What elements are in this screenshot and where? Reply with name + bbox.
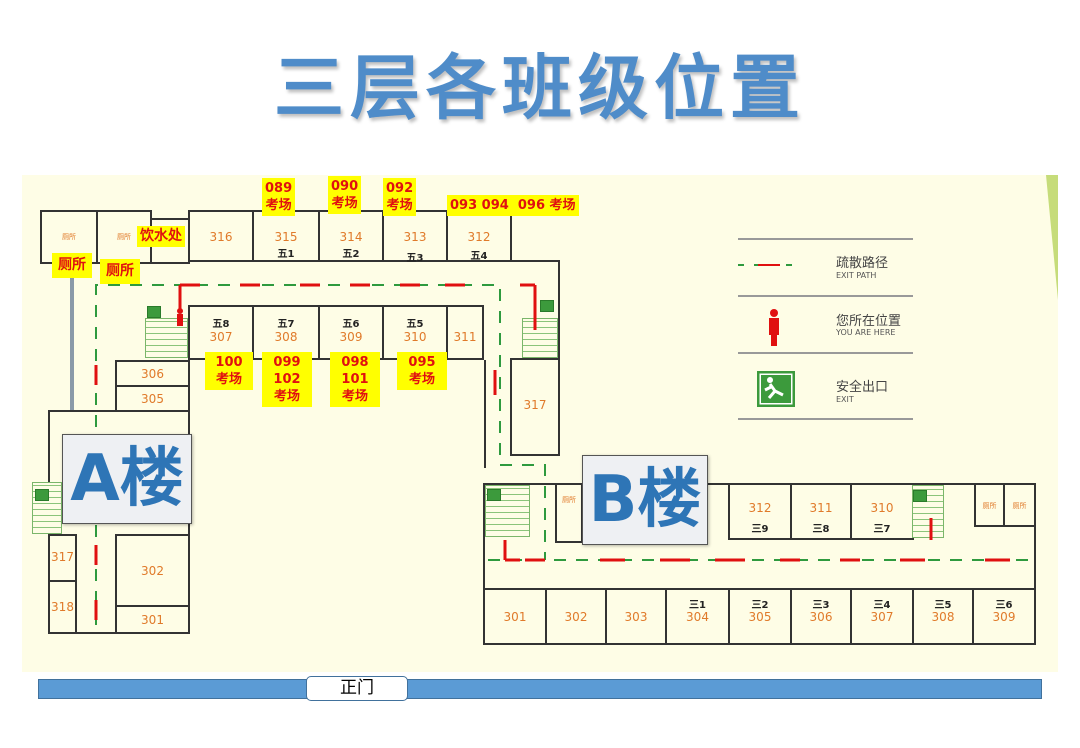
wall <box>484 360 486 468</box>
room-305: 305 <box>115 385 190 412</box>
room-number: 304 <box>686 610 709 624</box>
room-302: 302 <box>115 534 190 607</box>
you-are-here-legend-icon <box>769 309 779 346</box>
room-number: 309 <box>992 610 1016 624</box>
room-311: 311 <box>446 305 484 360</box>
room-b301: 301 <box>483 588 547 645</box>
page-title: 三层各班级位置 <box>274 47 806 129</box>
decorative-triangle <box>1046 175 1058 300</box>
building-b-label: B楼 <box>582 455 708 545</box>
wall <box>558 260 560 360</box>
room-318: 318 <box>48 580 77 634</box>
legend-label: 疏散路径 <box>836 256 889 271</box>
legend-sublabel: YOU ARE HERE <box>836 328 896 337</box>
room-number: 305 <box>748 610 772 624</box>
room-317: 317 <box>510 358 560 456</box>
room-number: 307 <box>870 610 894 624</box>
street-bar <box>38 679 1042 699</box>
legend-divider <box>738 295 913 297</box>
class-label: 三5 <box>934 600 952 611</box>
room-number: 308 <box>931 610 955 624</box>
room-number: 306 <box>809 610 833 624</box>
you-are-here-icon <box>177 308 183 326</box>
exit-path-legend-icon <box>738 264 798 266</box>
toilet-room: 厕所 <box>1003 483 1036 527</box>
legend-divider <box>738 418 913 420</box>
toilet-tag: 厕所 <box>52 253 92 278</box>
room-317: 317 <box>48 534 77 582</box>
exit-sign-icon <box>35 489 49 501</box>
room-301: 301 <box>115 605 190 634</box>
legend-label: 安全出口 <box>836 380 889 395</box>
room-number: 301 <box>503 610 527 624</box>
exit-sign-icon <box>487 489 501 501</box>
room-number: 303 <box>624 610 648 624</box>
legend-sublabel: EXIT PATH <box>836 271 877 280</box>
room-b302: 302 <box>545 588 607 645</box>
wall <box>510 260 560 262</box>
window-wall <box>70 262 74 410</box>
building-a-label: A楼 <box>62 434 192 524</box>
class-label: 三3 <box>812 600 830 611</box>
exit-sign-icon <box>540 300 554 312</box>
room-number: 302 <box>564 610 588 624</box>
staircase <box>522 318 558 358</box>
toilet-tag: 厕所 <box>100 259 140 284</box>
legend-divider <box>738 352 913 354</box>
main-gate-label: 正门 <box>306 676 408 701</box>
water-station-tag: 饮水处 <box>137 226 185 247</box>
staircase <box>912 485 944 538</box>
exit-sign-icon <box>913 490 927 502</box>
legend-divider <box>738 238 913 240</box>
exam-tag-093-094-096: 093 094 096 考场 <box>447 195 579 216</box>
exit-sign-icon <box>147 306 161 318</box>
class-label: 三2 <box>751 600 769 611</box>
class-label: 三4 <box>873 600 891 611</box>
legend-label: 您所在位置 <box>836 314 902 329</box>
exit-legend-icon <box>757 371 795 407</box>
exit-path-arrows <box>94 283 1010 620</box>
legend-sublabel: EXIT <box>836 395 854 404</box>
exit-path-dashes <box>95 284 1030 625</box>
class-label: 三6 <box>995 600 1013 611</box>
class-label: 三1 <box>689 600 706 611</box>
